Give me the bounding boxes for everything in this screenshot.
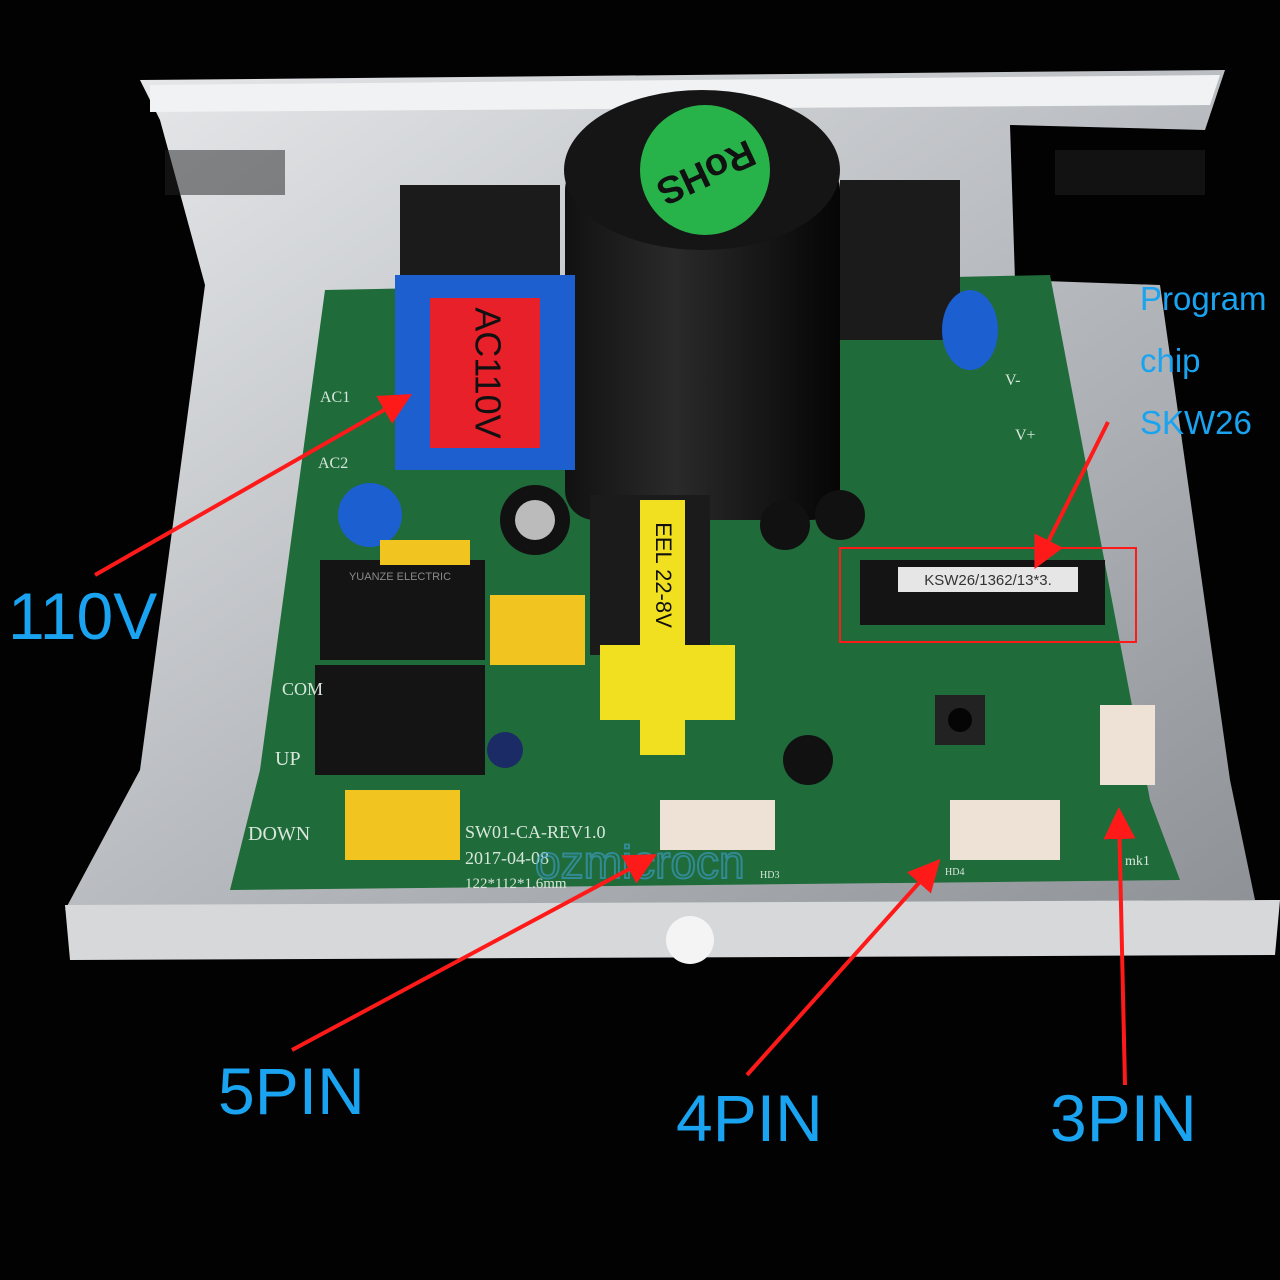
relay [320,560,485,660]
terminal-label: AC1 [320,389,350,406]
silkscreen-board-name: SW01-CA-REV1.0 [465,822,606,842]
terminal-label: DOWN [248,823,310,845]
arrow-5pin [291,854,658,1052]
arrow-3pin [1103,807,1136,1086]
terminal-label: V+ [1015,427,1036,444]
connector-3pin [1100,705,1155,785]
terminal-label: COM [282,679,323,699]
silkscreen-size: 122*112*1.6mm [465,876,567,892]
relay-text: YUANZE ELECTRIC [349,571,451,583]
ac110v-label: AC110V [467,307,508,438]
rohs-sticker [640,105,770,235]
blue-transformer: AC110V [395,275,575,470]
connector-5pin [660,800,775,850]
label-program-chip: Program chip SKW26 [1140,268,1267,454]
label-skw26: SKW26 [1140,404,1252,441]
terminal-label: AC2 [318,455,348,472]
electrolytic-capacitor: RoHS [564,90,840,520]
arrow-program-chip [1034,421,1110,570]
label-5pin: 5PIN [218,1054,365,1128]
arrow-110v [94,394,412,577]
connector-4pin [950,800,1060,860]
terminal-label: UP [275,748,301,770]
annotation-arrows [94,394,1136,1086]
relay [315,665,485,775]
label-program: Program [1140,280,1267,317]
yellow-transformer: EEL 22-8V [590,495,735,755]
terminal-label: V- [1005,372,1020,389]
program-chip: KSW26/1362/13*3. [860,560,1105,625]
label-3pin: 3PIN [1050,1081,1197,1155]
connector-label: mk1 [1125,854,1150,869]
label-110v: 110V [8,579,158,653]
connector-label: HD4 [945,867,964,878]
label-4pin: 4PIN [676,1081,823,1155]
chip-label: KSW26/1362/13*3. [924,572,1052,589]
sticker-6 [666,916,714,964]
silkscreen-date: 2017-04-08 [465,848,549,868]
eel-label: EEL 22-8V [651,522,676,628]
label-chip: chip [1140,342,1201,379]
chip-highlight-box [839,547,1137,643]
connector-label: HD3 [760,870,779,881]
arrow-4pin [745,859,941,1077]
